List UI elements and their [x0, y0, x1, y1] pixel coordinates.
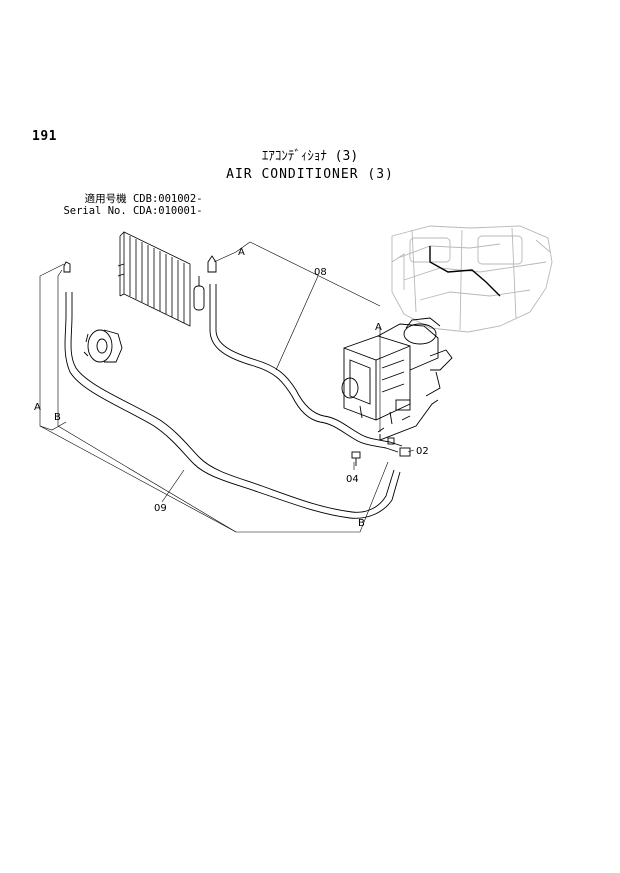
hose-08	[209, 284, 403, 453]
connection-label-a-left: A	[34, 402, 41, 413]
air-conditioner-unit	[341, 317, 453, 425]
part-label-04: 04	[346, 474, 359, 485]
title-japanese: ｴｱｺﾝﾃﾞｨｼｮﾅ (3)	[261, 149, 359, 164]
unit-bracket	[377, 399, 439, 441]
serial-label: 適用号機	[84, 192, 127, 205]
part-label-02: 02	[416, 446, 429, 457]
serial-value: CDB:001002-	[132, 192, 203, 205]
serial-row: 適用号機 CDB:001002-	[0, 183, 203, 204]
connection-label-a-top: A	[238, 247, 245, 258]
receiver-drier	[193, 255, 217, 311]
inset-highlight-hose	[429, 246, 501, 297]
connection-label-b-left: B	[54, 412, 61, 423]
machine-overview-inset	[391, 225, 553, 333]
condenser	[117, 231, 191, 327]
leader-lines	[161, 275, 415, 503]
title-english: AIR CONDITIONER (3)	[226, 167, 394, 182]
serial-row: Serial No. CDA:010001-	[0, 195, 203, 217]
serial-value: CDA:010001-	[132, 204, 203, 217]
page-number: 191	[32, 129, 57, 144]
connection-label-b-bottom: B	[358, 518, 365, 529]
part-label-09: 09	[154, 503, 167, 514]
serial-label: Serial No.	[63, 204, 127, 217]
connection-lines	[39, 241, 389, 533]
hose-09	[64, 292, 401, 519]
connection-label-a-right: A	[375, 322, 382, 333]
part-label-08: 08	[314, 267, 327, 278]
fittings	[63, 261, 411, 466]
compressor	[83, 329, 123, 363]
